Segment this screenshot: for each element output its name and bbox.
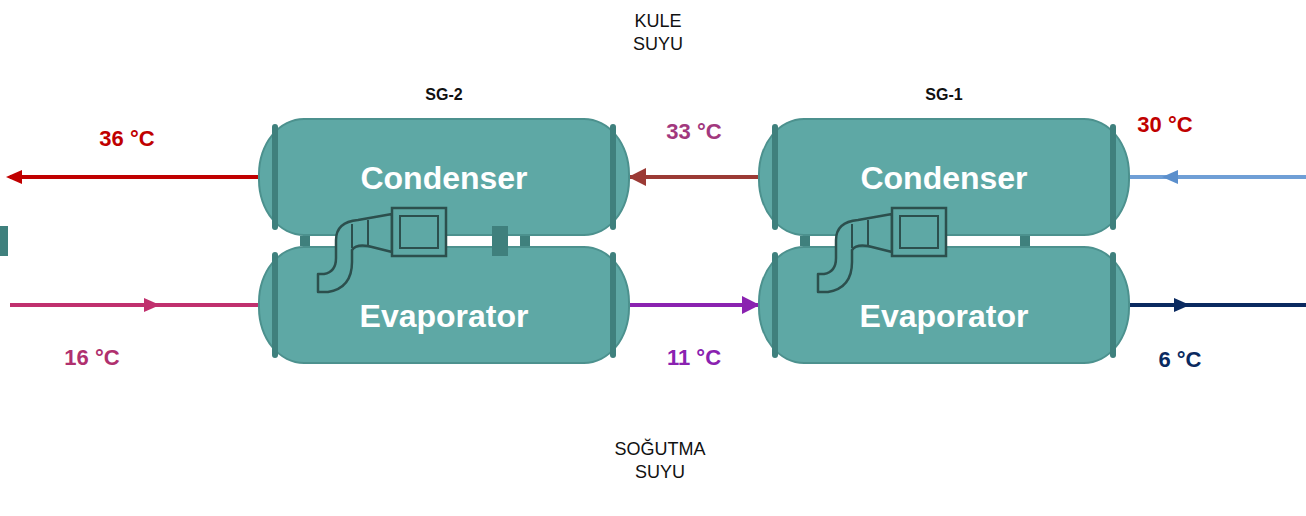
flange-band (272, 252, 278, 358)
temperature-label: 36 °C (82, 126, 172, 152)
vessel-shell: Evaporator (758, 246, 1130, 364)
compressor-symbol (492, 208, 946, 292)
outlet-pipe (10, 175, 262, 179)
unit-name: SG-2 (260, 86, 628, 104)
flange-band (772, 124, 778, 230)
flange-band (1110, 252, 1116, 358)
inlet-pipe (10, 303, 262, 307)
vessel-shell: SG-2Condenser (258, 118, 630, 236)
flow-arrow (1174, 298, 1190, 312)
water-circuit-name: SOĞUTMA SUYU (605, 438, 715, 483)
flow-arrow (6, 170, 22, 184)
flange-band (610, 124, 616, 230)
vessel-name: Evaporator (260, 298, 628, 335)
vessel-shell: Evaporator (258, 246, 630, 364)
flange-band (272, 124, 278, 230)
shell-neck (520, 236, 530, 246)
water-pipe (630, 303, 758, 307)
temperature-label: 33 °C (666, 119, 721, 145)
vessel-shell: SG-1Condenser (758, 118, 1130, 236)
temperature-label: 16 °C (47, 345, 137, 371)
flange-band (1110, 124, 1116, 230)
water-pipe (630, 175, 758, 179)
flange-band (772, 252, 778, 358)
temperature-label: 6 °C (1135, 347, 1225, 373)
temperature-label: 11 °C (667, 345, 721, 371)
flange-band (610, 252, 616, 358)
flow-arrow (144, 298, 160, 312)
compressor-symbol (0, 208, 446, 292)
water-circuit-name: KULE SUYU (613, 10, 703, 55)
shell-neck (1020, 236, 1030, 246)
flow-arrow (1162, 170, 1178, 184)
temperature-label: 30 °C (1120, 112, 1210, 138)
shell-neck (800, 236, 810, 246)
unit-name: SG-1 (760, 86, 1128, 104)
vessel-name: Condenser (260, 160, 628, 197)
vessel-name: Evaporator (760, 298, 1128, 335)
shell-neck (300, 236, 310, 246)
vessel-name: Condenser (760, 160, 1128, 197)
